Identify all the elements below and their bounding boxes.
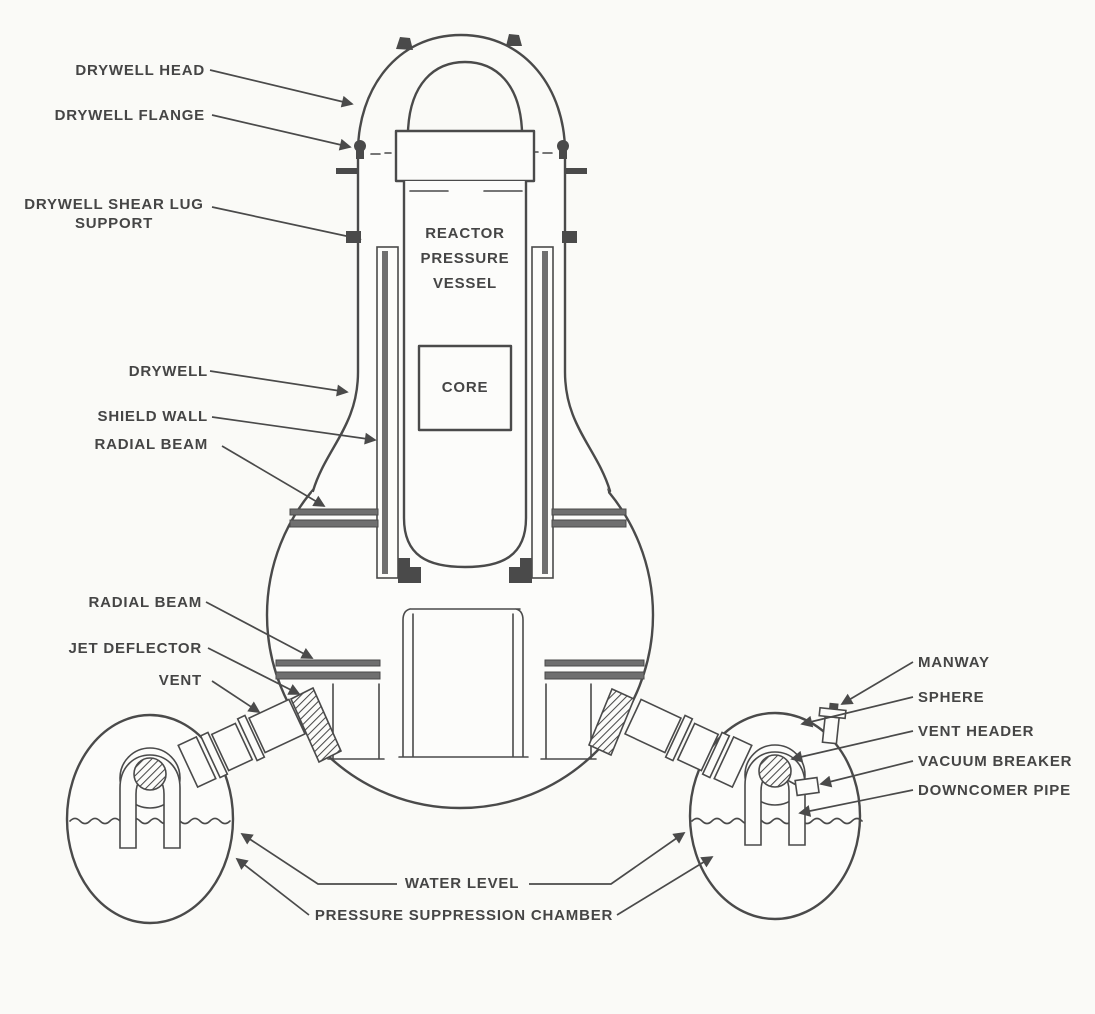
label-drywell-shear-lug-support: DRYWELL SHEAR LUG SUPPORT: [24, 196, 204, 232]
drywell-wall-stub: [566, 168, 587, 174]
label-drywell-head: DRYWELL HEAD: [75, 62, 205, 79]
label-vent-header: VENT HEADER: [918, 723, 1035, 740]
jet-deflector-right: [587, 687, 636, 757]
label-water-level: WATER LEVEL: [404, 875, 520, 892]
label-radial-beam-upper: RADIAL BEAM: [94, 436, 208, 453]
label-drywell: DRYWELL: [128, 363, 208, 380]
head-lifting-lug: [506, 34, 522, 46]
label-manway: MANWAY: [918, 654, 990, 671]
label-drywell-flange: DRYWELL FLANGE: [54, 107, 205, 124]
water-level-line: [69, 817, 863, 825]
label-radial-beam-lower: RADIAL BEAM: [88, 594, 202, 611]
drywell-wall-stub: [336, 168, 357, 174]
vent-header-section-left: [133, 757, 167, 791]
shield-wall: [376, 246, 554, 583]
reactor-pressure-vessel: [394, 60, 536, 569]
shield-wall-foot: [398, 558, 421, 583]
drywell-head: [311, 33, 612, 493]
vent-pipe-right: [623, 698, 753, 789]
head-lifting-lug: [396, 37, 413, 50]
radial-beams: [275, 508, 645, 680]
core-box: [417, 344, 513, 432]
rpv-pedestal: [398, 608, 529, 758]
label-reactor-pressure-vessel: REACTOR PRESSURE VESSEL: [420, 225, 510, 292]
label-vent: VENT: [158, 672, 202, 689]
shear-lug: [562, 231, 577, 243]
label-vacuum-breaker: VACUUM BREAKER: [918, 753, 1073, 770]
leader-lines: [205, 69, 914, 916]
jet-deflector-left: [289, 686, 343, 764]
label-pressure-suppression-chamber: PRESSURE SUPPRESSION CHAMBER: [314, 907, 614, 924]
label-shield-wall: SHIELD WALL: [97, 408, 208, 425]
label-sphere: SPHERE: [918, 689, 985, 706]
vacuum-breaker: [788, 776, 820, 797]
vent-header-section-right: [758, 754, 792, 788]
vent-pipe-left: [177, 698, 307, 789]
label-downcomer-pipe: DOWNCOMER PIPE: [918, 782, 1071, 799]
shield-wall-foot: [509, 558, 532, 583]
label-jet-deflector: JET DEFLECTOR: [68, 640, 202, 657]
label-core: CORE: [441, 378, 489, 396]
